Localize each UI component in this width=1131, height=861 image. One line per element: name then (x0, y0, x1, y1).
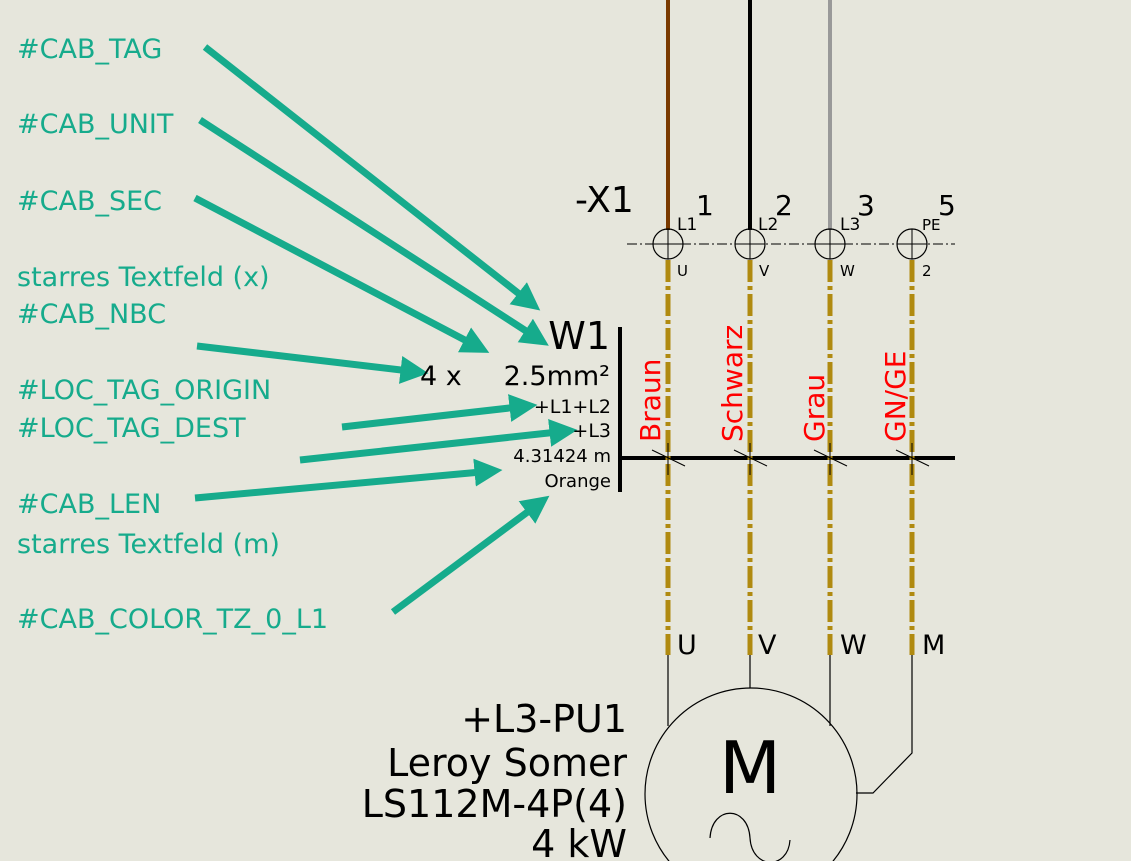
terminal-conn: L1 (677, 215, 697, 235)
cable-section: 2.5mm² (504, 361, 610, 392)
terminal-bottom: U (677, 262, 688, 280)
annotation-fixed-m: starres Textfeld (m) (17, 529, 280, 560)
terminal-bottom: V (759, 262, 770, 280)
annotation-cab-sec: #CAB_SEC (17, 186, 162, 217)
cable-color: Orange (544, 471, 611, 492)
terminal-3[interactable]: 3 L3 W (814, 189, 875, 280)
core-color-4: GN/GE (879, 351, 912, 442)
motor-tag: +L3-PU1 (461, 697, 627, 741)
arrow-loc-origin (341, 394, 538, 431)
terminal-strip-tag: -X1 (575, 180, 634, 221)
cable-origin: +L1+L2 (534, 396, 611, 418)
motor-leads (667, 655, 913, 794)
terminal-5[interactable]: 5 PE 2 (896, 189, 956, 280)
terminal-2[interactable]: 2 L2 V (734, 189, 793, 280)
annotation-cab-color: #CAB_COLOR_TZ_0_L1 (17, 604, 328, 635)
motor-manufacturer: Leroy Somer (387, 741, 627, 785)
cable-length: 4.31424 m (513, 446, 611, 467)
cable-cores (651, 260, 930, 655)
arrow-cab-sec (193, 194, 490, 353)
annotation-arrows (193, 44, 578, 615)
terminal-conn: L2 (758, 215, 778, 235)
terminal-number: 2 (775, 189, 793, 222)
motor-circle (644, 687, 858, 861)
terminal-number: 3 (857, 189, 875, 222)
arrow-cab-len (194, 458, 503, 502)
terminal-conn: L3 (840, 215, 860, 235)
annotation-fixed-x: starres Textfeld (x) (17, 262, 270, 293)
core-color-3: Grau (798, 374, 831, 442)
arrow-cab-tag (202, 44, 541, 311)
core-color-2: Schwarz (716, 325, 749, 442)
motor-letter: M (719, 726, 781, 810)
terminal-bottom: 2 (922, 262, 932, 280)
terminal-number: 5 (938, 189, 956, 222)
annotation-cab-len: #CAB_LEN (17, 489, 161, 520)
cable-count: 4 x (420, 361, 462, 392)
motor-terminal-v: V (758, 630, 777, 661)
arrow-cab-unit (198, 117, 549, 346)
terminal-bottom: W (840, 262, 855, 280)
motor-terminal-m: M (922, 630, 945, 661)
arrow-cab-color (390, 495, 550, 615)
ac-tilde-icon (709, 812, 791, 861)
cable-dest: +L3 (572, 420, 611, 442)
cable-label: W1 4 x 2.5mm² +L1+L2 +L3 4.31424 m Orang… (420, 314, 955, 492)
motor-symbol[interactable]: M (644, 687, 858, 861)
cable-tag: W1 (548, 314, 610, 358)
core-color-1: Braun (634, 359, 667, 442)
annotation-loc-dest: #LOC_TAG_DEST (17, 413, 246, 444)
terminal-conn: PE (922, 216, 941, 234)
terminal-number: 1 (696, 189, 714, 222)
arrow-loc-dest (299, 418, 578, 464)
arrow-cab-nbc (196, 342, 429, 384)
annotation-loc-origin: #LOC_TAG_ORIGIN (17, 375, 271, 406)
motor-terminal-w: W (840, 630, 867, 661)
motor-terminal-u: U (677, 630, 697, 661)
annotation-cab-unit: #CAB_UNIT (17, 109, 174, 140)
motor-type: LS112M-4P(4) (362, 782, 627, 826)
annotation-cab-nbc: #CAB_NBC (17, 299, 166, 330)
motor-power: 4 kW (531, 822, 627, 861)
annotation-cab-tag: #CAB_TAG (17, 34, 162, 65)
terminal-1[interactable]: 1 L1 U (652, 189, 714, 280)
